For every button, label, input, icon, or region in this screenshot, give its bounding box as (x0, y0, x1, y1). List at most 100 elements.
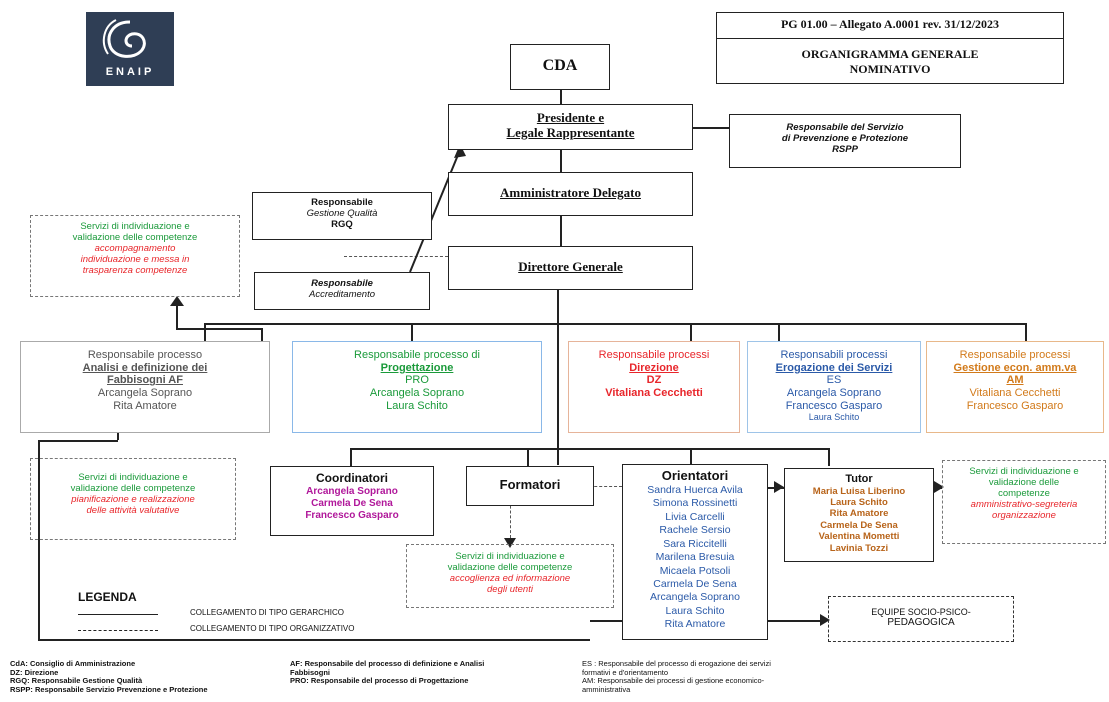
drop-es (778, 323, 780, 341)
s2-line-a: Servizi di individuazione e (78, 472, 188, 483)
legend: LEGENDA COLLEGAMENTO DI TIPO GERARCHICO … (78, 590, 398, 640)
service-box-accoglienza: Servizi di individuazione e validazione … (406, 544, 614, 608)
dz-line-3: DZ (646, 374, 662, 387)
direttore-generale-box: Direttore Generale (448, 246, 693, 290)
return-line-bottom (38, 639, 590, 641)
pro-line-5: Laura Schito (386, 399, 448, 412)
es-line-6: Laura Schito (808, 412, 860, 423)
coordinatore-name: Arcangela Soprano (306, 485, 398, 497)
footnote-line: PRO: Responsabile del processo di Proget… (290, 676, 469, 686)
orientatore-name: Marilena Bresuia (655, 551, 735, 564)
es-line-1: Responsabili processi (780, 349, 888, 361)
af-line-4: Arcangela Soprano (97, 386, 193, 399)
logo-swirl-icon (102, 19, 146, 58)
drop-am (1025, 323, 1027, 341)
connector-dg-main-trunk (557, 290, 559, 465)
s1-line-b: validazione delle competenze (72, 231, 198, 243)
orientatore-name: Carmela De Sena (653, 578, 737, 590)
tutor-name: Carmela De Sena (820, 519, 898, 531)
dashed-connector-rgq-dg (344, 256, 448, 257)
dz-line-4: Vitaliana Cecchetti (605, 386, 703, 399)
psico-line-2: PEDAGOGICA (887, 617, 955, 629)
orientatore-name: Sara Riccitelli (663, 537, 727, 550)
formatori-box: Formatori (466, 466, 594, 506)
document-title-line-2: NOMINATIVO (849, 62, 931, 76)
s4-line-b: validazione delle (988, 476, 1060, 488)
connector-cda-president (560, 90, 562, 104)
footnote-line: ES : Responsabile del processo di erogaz… (582, 659, 771, 668)
dashed-orient-s3-v (510, 486, 511, 538)
logo-text: ENAIP (105, 66, 155, 78)
drop-af (204, 323, 206, 341)
s1-line-e: trasparenza competenze (82, 264, 188, 276)
s4-line-e: organizzazione (992, 509, 1056, 521)
document-title-line-1: ORGANIGRAMMA GENERALE (801, 47, 979, 61)
af-line-2: Analisi e definizione dei (82, 361, 208, 374)
drop-coord (350, 448, 352, 466)
president-line-2: Legale Rappresentante (506, 124, 635, 140)
connector-president-rspp (693, 127, 729, 129)
af-line-3: Fabbisogni AF (107, 374, 183, 387)
orientatore-name: Rachele Sersio (659, 524, 731, 537)
drop-form (527, 448, 529, 466)
tutor-name: Rita Amatore (829, 508, 889, 520)
arrow-down-s3 (504, 538, 516, 548)
footnote-line: formativi e d'orientamento (582, 667, 669, 677)
footnote-line: Fabbisogni (290, 667, 330, 677)
pro-line-3: PRO (405, 374, 429, 387)
s3-line-a: Servizi di individuazione e (455, 551, 565, 562)
connector-staff-bar (350, 448, 828, 450)
connector-s1-af-h (176, 328, 262, 330)
rspp-box: Responsabile del Servizio di Prevenzione… (729, 114, 961, 168)
document-reference: PG 01.00 – Allegato A.0001 rev. 31/12/20… (717, 13, 1063, 39)
process-af-box: Responsabile processo Analisi e definizi… (20, 341, 270, 433)
footnotes-column-3: ES : Responsabile del processo di erogaz… (582, 659, 842, 695)
am-line-5: Francesco Gasparo (966, 399, 1064, 412)
orientatore-name: Simona Rossinetti (652, 497, 738, 510)
amministratore-delegato-box: Amministratore Delegato (448, 172, 693, 216)
service-box-amministrativo: Servizi di individuazione e validazione … (942, 460, 1106, 544)
amministratore-delegato-label: Amministratore Delegato (500, 185, 641, 200)
arrow-right-tutor (774, 481, 784, 493)
drop-dz (690, 323, 692, 341)
s4-line-c: competenze (998, 487, 1050, 499)
coordinatori-title: Coordinatori (316, 471, 388, 485)
document-header: PG 01.00 – Allegato A.0001 rev. 31/12/20… (716, 12, 1064, 84)
drop-pro (411, 323, 413, 341)
arrow-right-s4 (934, 481, 944, 493)
tutor-name: Maria Luisa Liberino (812, 485, 906, 497)
s1-line-d: individuazione e messa in (80, 253, 190, 265)
process-pro-box: Responsabile processo di Progettazione P… (292, 341, 542, 433)
cda-box: CDA (510, 44, 610, 90)
process-am-box: Responsabile processi Gestione econ. amm… (926, 341, 1104, 433)
legend-dashed-line (78, 630, 158, 631)
af-line-1: Responsabile processo (87, 349, 203, 361)
coordinatore-name: Francesco Gasparo (305, 509, 399, 521)
tutor-title: Tutor (845, 473, 873, 485)
legend-solid-label: COLLEGAMENTO DI TIPO GERARCHICO (190, 608, 344, 617)
s3-line-c: accoglienza ed informazione (449, 572, 571, 584)
tutor-name: Laura Schito (830, 497, 888, 509)
connector-ad-dg (560, 216, 562, 246)
s1-line-a: Servizi di individuazione e (80, 221, 190, 232)
am-line-3: AM (1006, 374, 1024, 387)
am-line-1: Responsabile processi (959, 349, 1071, 361)
drop-orient (690, 448, 692, 464)
orientatore-name: Laura Schito (665, 604, 725, 617)
accred-line-1: Responsabile (311, 278, 373, 289)
dz-line-2: Direzione (629, 361, 679, 374)
service-box-pianificazione: Servizi di individuazione e validazione … (30, 458, 236, 540)
connector-president-ad (560, 150, 562, 172)
return-line-top (38, 440, 118, 442)
connector-s1-af (176, 300, 178, 328)
process-es-box: Responsabili processi Erogazione dei Ser… (747, 341, 921, 433)
rspp-line-1: Responsabile del Servizio (786, 122, 904, 133)
s2-line-c: pianificazione e realizzazione (71, 493, 195, 505)
drop-tutor (828, 448, 830, 466)
es-line-5: Francesco Gasparo (785, 399, 883, 412)
coordinatore-name: Carmela De Sena (311, 497, 393, 509)
orientatore-name: Livia Carcelli (665, 510, 725, 523)
